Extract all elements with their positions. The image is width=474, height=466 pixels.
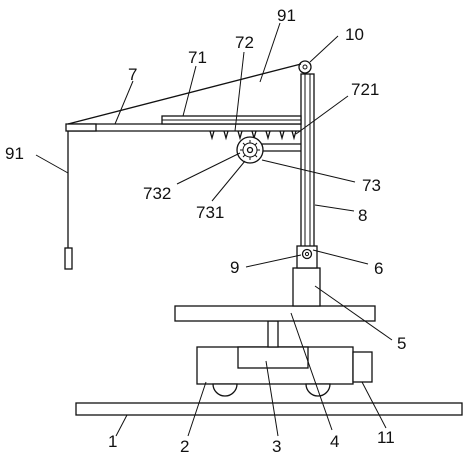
- label-10: 10: [345, 25, 364, 44]
- left-wheel: [212, 383, 238, 397]
- platform-plate: [174, 305, 376, 322]
- mast: [300, 73, 315, 257]
- label-71: 71: [188, 48, 207, 67]
- side-box: [352, 351, 373, 383]
- hook-weight: [64, 247, 73, 270]
- label-91-top: 91: [277, 6, 296, 25]
- mast-pedestal: [292, 267, 321, 307]
- label-2: 2: [180, 437, 189, 456]
- top-pulley: [298, 60, 312, 74]
- gear-hub: [246, 146, 254, 154]
- leader-lines: [35, 22, 393, 437]
- rack-teeth: [209, 130, 297, 141]
- label-72: 72: [235, 33, 254, 52]
- lift-column: [267, 320, 279, 348]
- motor-block: [237, 346, 309, 369]
- gear-teeth: [240, 140, 260, 160]
- bottom-pivot-hole: [304, 251, 310, 257]
- label-7: 7: [128, 65, 137, 84]
- label-721: 721: [351, 80, 379, 99]
- label-8: 8: [358, 206, 367, 225]
- stay-cable: [67, 63, 302, 125]
- label-9: 9: [230, 258, 239, 277]
- bottom-pivot: [301, 248, 313, 260]
- top-pulley-hole: [302, 64, 308, 70]
- label-11: 11: [377, 428, 395, 447]
- label-731: 731: [196, 203, 224, 222]
- boom-tip-block: [65, 123, 97, 132]
- label-3: 3: [272, 437, 281, 456]
- ground-rail: [75, 402, 463, 416]
- label-732: 732: [143, 184, 171, 203]
- label-1: 1: [108, 432, 117, 451]
- label-73: 73: [362, 176, 381, 195]
- label-91-left: 91: [5, 144, 24, 163]
- label-5: 5: [397, 334, 406, 353]
- label-4: 4: [330, 432, 339, 451]
- label-6: 6: [374, 259, 383, 278]
